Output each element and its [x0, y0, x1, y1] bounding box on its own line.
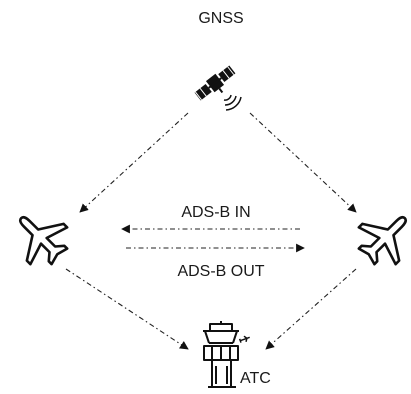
aircraft-left-icon	[19, 216, 69, 266]
signal-waves-icon	[223, 94, 242, 111]
aircraft-right-to-atc-arrow	[265, 268, 357, 350]
gnss-to-aircraft-left-arrow	[79, 112, 189, 213]
satellite-icon	[194, 65, 236, 101]
aircraft-left-to-atc-arrow	[65, 268, 189, 350]
small-plane-icon	[238, 335, 250, 343]
gnss-label: GNSS	[198, 10, 243, 27]
adsb-out-label: ADS-B OUT	[177, 263, 264, 280]
atc-label: ATC	[240, 370, 271, 387]
gnss-to-aircraft-right-arrow	[249, 112, 357, 213]
adsb-in-label: ADS-B IN	[181, 204, 250, 221]
control-tower-icon	[203, 321, 239, 388]
aircraft-right-icon	[357, 216, 407, 266]
